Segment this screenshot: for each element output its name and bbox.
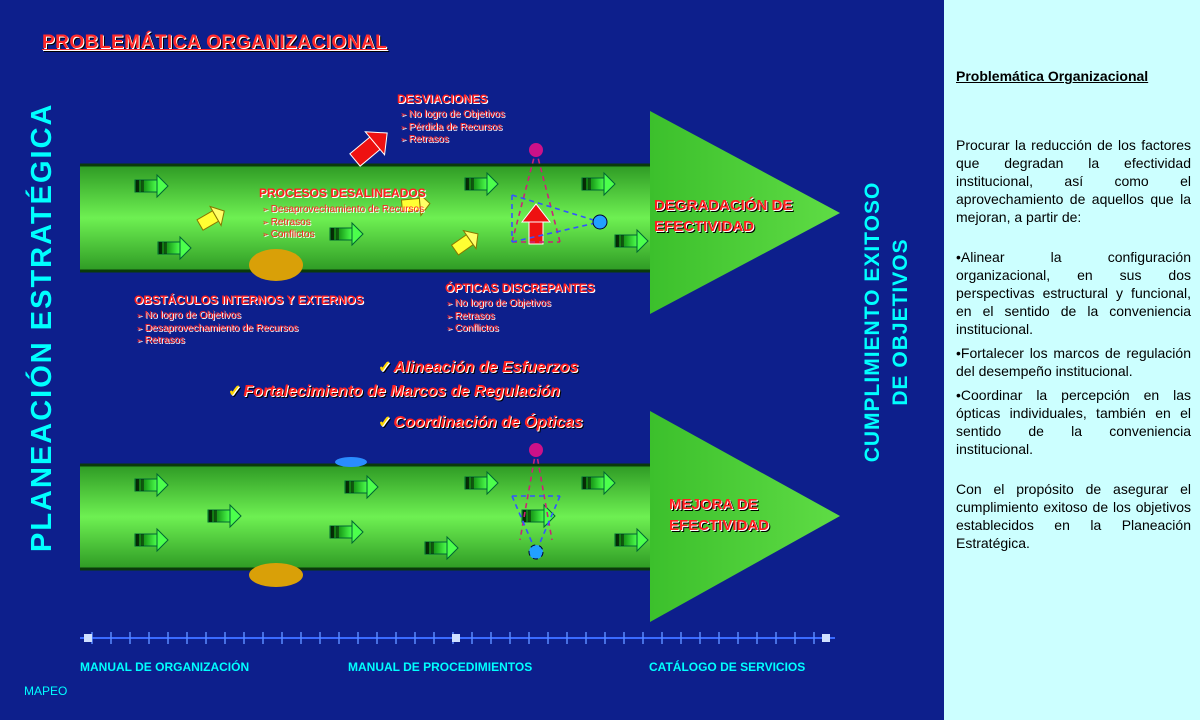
notes-bullet: •Fortalecer los marcos de regulación del… (956, 345, 1191, 379)
notes-bullet: •Alinear la configuración organizacional… (956, 249, 1191, 337)
optics-diagram-lower (511, 443, 561, 560)
right-vertical-line1: CUMPLIMIENTO EXITOSO (861, 181, 884, 463)
timeline-marker (84, 634, 92, 642)
list-item: No logro de Objetivos (136, 310, 298, 323)
degradacion-line2: EFECTIVIDAD (654, 218, 755, 235)
timeline-marker (452, 634, 460, 642)
optics-diagram-upper (511, 143, 608, 243)
notes-intro: Procurar la reducción de los factores qu… (956, 137, 1191, 225)
check-coordinacion: Coordinación de Ópticas (378, 412, 582, 432)
notes-bullet: •Coordinar la percepción en las ópticas … (956, 387, 1191, 457)
footer-manual-procedimientos: MANUAL DE PROCEDIMIENTOS (348, 660, 533, 674)
footer-catalogo-servicios: CATÁLOGO DE SERVICIOS (649, 660, 806, 674)
check-alineacion: Alineación de Esfuerzos (378, 357, 578, 377)
notes-closing: Con el propósito de asegurar el cumplimi… (956, 481, 1191, 551)
left-vertical-label: PLANEACIÓN ESTRATÉGICA (26, 102, 58, 552)
notes-body: Procurar la reducción de los factores qu… (956, 136, 1191, 566)
desviaciones-label: DESVIACIONES (397, 92, 488, 106)
list-item: No logro de Objetivos (400, 109, 505, 122)
degradacion-label: DEGRADACIÓN DE EFECTIVIDAD (654, 195, 792, 237)
right-vertical-line2: DE OBJETIVOS (889, 238, 912, 406)
desviaciones-list: No logro de Objetivos Pérdida de Recurso… (400, 109, 505, 147)
list-item: Retrasos (446, 311, 551, 324)
deviation-arrows (349, 131, 552, 245)
mejora-label: MEJORA DE EFECTIVIDAD (669, 494, 769, 536)
right-vertical-label: CUMPLIMIENTO EXITOSO DE OBJETIVOS (859, 157, 919, 487)
opticas-list: No logro de Objetivos Retrasos Conflicto… (446, 298, 551, 336)
mapeo-label: MAPEO (24, 684, 68, 698)
list-item: Conflictos (262, 229, 424, 242)
list-item: Conflictos (446, 323, 551, 336)
list-item: Desaprovechamiento de Recursos (136, 323, 298, 336)
timeline-marker (822, 634, 830, 642)
page-title: PROBLEMÁTICA ORGANIZACIONAL (42, 32, 388, 53)
timeline (80, 632, 835, 644)
degradacion-line1: DEGRADACIÓN DE (654, 197, 793, 214)
check-fortalecimiento: Fortalecimiento de Marcos de Regulación (228, 381, 560, 401)
opticas-label: ÓPTICAS DISCREPANTES (445, 281, 595, 295)
list-item: No logro de Objetivos (446, 298, 551, 311)
obstacle-upper (249, 249, 303, 281)
list-item: Pérdida de Recursos (400, 122, 505, 135)
mejora-line1: MEJORA DE (669, 496, 758, 513)
notes-title: Problemática Organizacional (956, 68, 1149, 84)
obstaculos-list: No logro de Objetivos Desaprovechamiento… (136, 310, 298, 348)
obstacle-lower (249, 563, 303, 587)
regulation-marker (335, 457, 367, 467)
list-item: Retrasos (262, 217, 424, 230)
list-item: Desaprovechamiento de Recursos (262, 204, 424, 217)
slide-canvas: PROBLEMÁTICA ORGANIZACIONAL PLANEACIÓN E… (0, 0, 944, 720)
mejora-line2: EFECTIVIDAD (669, 517, 770, 534)
list-item: Retrasos (136, 335, 298, 348)
obstaculos-label: OBSTÁCULOS INTERNOS Y EXTERNOS (134, 293, 364, 307)
notes-panel: Problemática Organizacional Procurar la … (944, 0, 1200, 720)
procesos-label: PROCESOS DESALINEADOS (259, 186, 426, 200)
footer-manual-organizacion: MANUAL DE ORGANIZACIÓN (80, 660, 250, 674)
list-item: Retrasos (400, 134, 505, 147)
diagram-graphics (80, 111, 840, 644)
lower-arrow (80, 411, 840, 622)
procesos-list: Desaprovechamiento de Recursos Retrasos … (262, 204, 424, 242)
